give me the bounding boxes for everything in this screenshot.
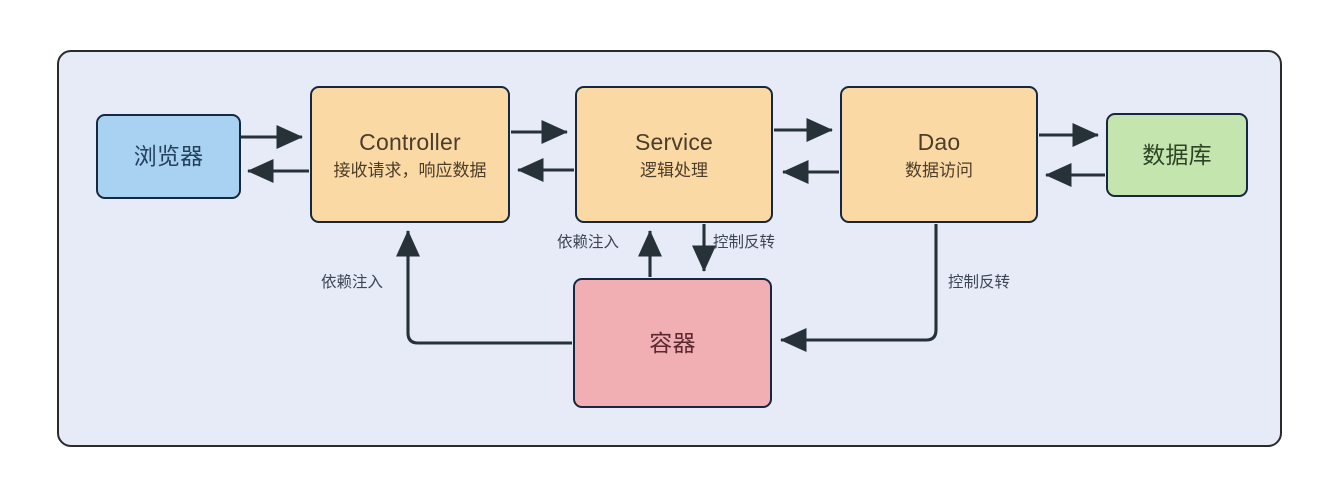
edge-label-di-service: 依赖注入 [557,234,620,251]
node-controller-sublabel: 接收请求，响应数据 [333,161,487,181]
node-browser[interactable]: 浏览器 [96,114,241,199]
node-browser-label: 浏览器 [133,143,204,170]
node-service-label: Service [634,128,714,155]
node-service[interactable]: Service 逻辑处理 [575,86,773,223]
node-controller-label: Controller [359,128,461,155]
node-dao-label: Dao [917,128,961,155]
node-database[interactable]: 数据库 [1106,113,1248,197]
node-dao-sublabel: 数据访问 [905,161,973,181]
edge-label-di-controller: 依赖注入 [321,274,384,291]
node-service-sublabel: 逻辑处理 [640,161,708,181]
edge-label-ioc-dao: 控制反转 [948,274,1011,291]
node-ioc-container-label: 容器 [649,329,696,356]
node-controller[interactable]: Controller 接收请求，响应数据 [310,86,510,223]
node-database-label: 数据库 [1142,141,1212,168]
edge-label-ioc-service: 控制反转 [713,234,776,251]
node-dao[interactable]: Dao 数据访问 [840,86,1038,223]
node-ioc-container[interactable]: 容器 [573,278,772,408]
